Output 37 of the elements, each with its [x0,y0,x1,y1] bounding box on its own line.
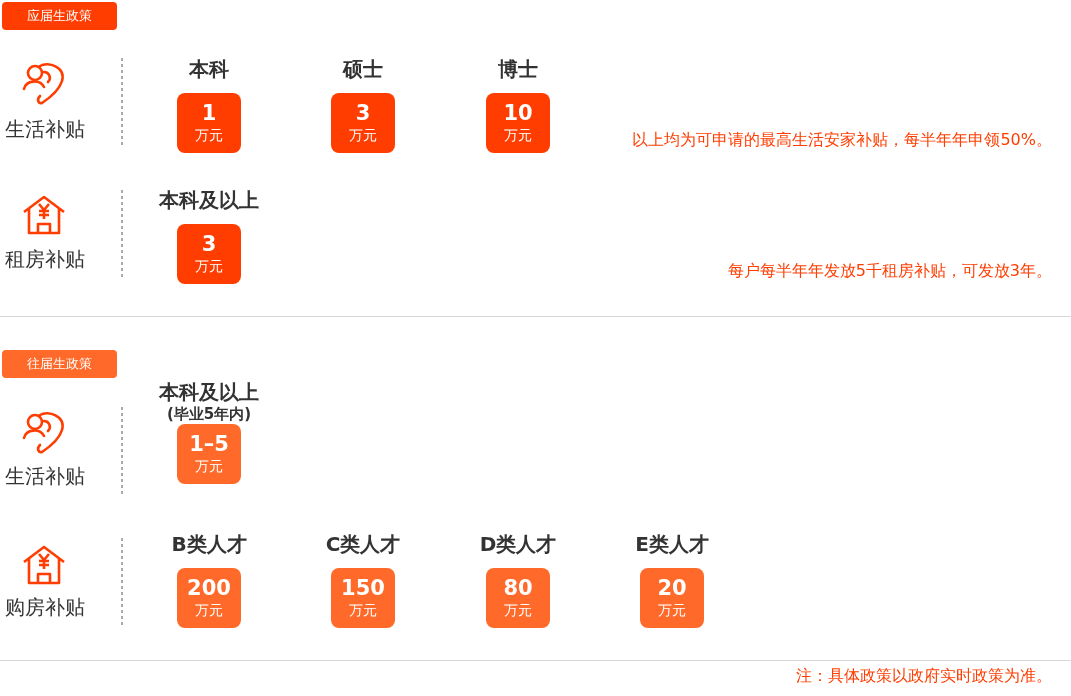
category-label: 租房补贴 [5,246,85,273]
section-tag: 应届生政策 [2,2,117,30]
column-heading: 本科及以上 [159,380,259,404]
unit-text: 万元 [349,601,377,620]
amount-value: 150 [341,576,385,600]
heading-note: (毕业5年内) [166,404,252,424]
amount-value: 20 [657,576,687,600]
column-heading: 本科 [189,57,229,81]
amount-value: 3 [355,101,371,125]
note-text: 注：具体政策以政府实时政策为准。 [796,666,1052,687]
unit-text: 万元 [195,126,223,145]
category-label: 购房补贴 [5,594,85,621]
amount-value: 3 [201,232,217,256]
column-heading: C类人才 [325,532,401,556]
amount-value: 80 [503,576,533,600]
amount-value: 200 [187,576,231,600]
unit-text: 万元 [504,126,532,145]
category-label: 生活补贴 [5,116,85,143]
unit-text: 万元 [658,601,686,620]
unit-text: 万元 [195,257,223,276]
column-heading: 硕士 [343,57,383,81]
category-label: 生活补贴 [5,463,85,490]
column-heading: E类人才 [635,532,709,556]
column-heading: 博士 [498,57,538,81]
note-text: 每户每半年年发放5千租房补贴，可发放3年。 [727,261,1052,282]
unit-text: 万元 [195,457,223,476]
column-heading: 本科及以上 [159,188,259,212]
amount-value: 10 [503,101,533,125]
column-heading: B类人才 [171,532,247,556]
unit-text: 万元 [349,126,377,145]
section-tag: 往届生政策 [2,350,117,378]
column-heading: D类人才 [479,532,557,556]
amount-value: 1–5 [189,432,229,456]
unit-text: 万元 [195,601,223,620]
note-text: 以上均为可申请的最高生活安家补贴，每半年年申领50%。 [632,130,1052,151]
amount-value: 1 [201,101,217,125]
unit-text: 万元 [504,601,532,620]
